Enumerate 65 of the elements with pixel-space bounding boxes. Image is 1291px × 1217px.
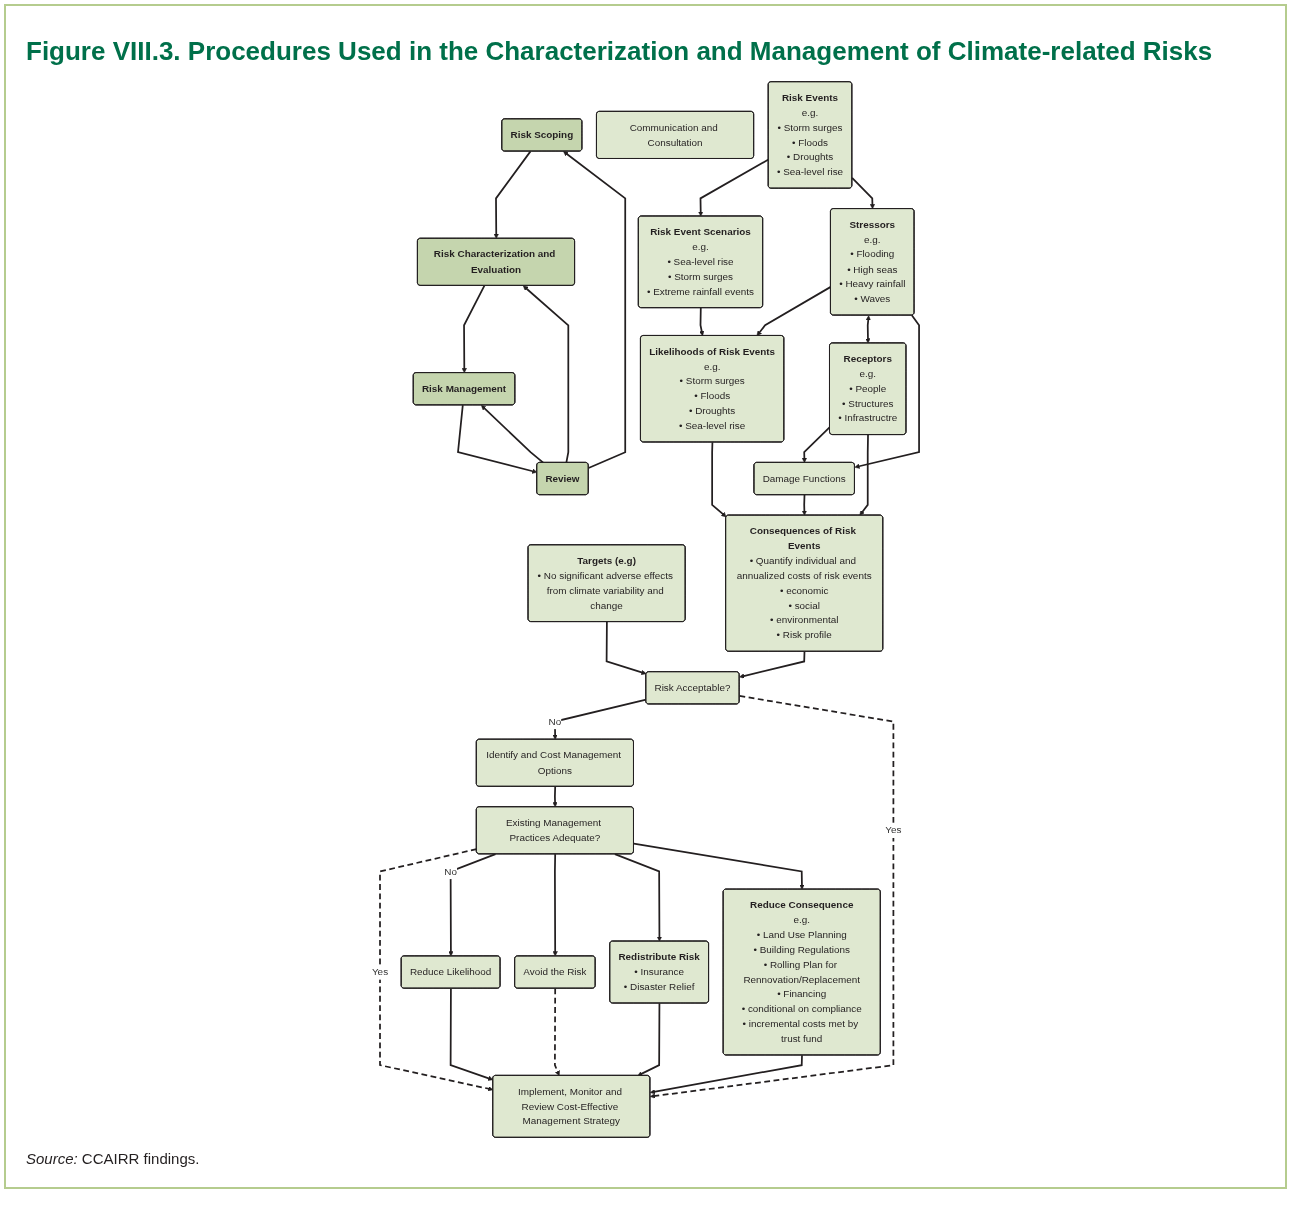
node-label: e.g. [859,368,876,380]
node-label: • Floods [694,390,731,402]
node-label: • People [849,383,887,395]
node-label: e.g. [864,233,881,245]
node-label: • conditional on compliance [741,1003,862,1015]
node-label: • Droughts [688,405,736,417]
process-box: Risk Scoping [501,118,583,152]
process-box: Redistribute Risk • Insurance • Disaster Relief [609,940,709,1004]
process-box: Review [536,461,589,496]
node-label: • Extreme rainfall events [647,285,754,297]
process-box: Risk Event Scenarios e.g. • Sea-level rise • Storm surges • Extreme rainfall events [637,215,764,309]
node-label: • High seas [847,263,898,275]
node-label: • Storm surges [667,270,734,283]
node-label: Risk Event Scenarios [650,226,751,238]
process-box: Damage Functions [753,461,855,496]
node-label: • Droughts [786,151,834,163]
node-label: • environmental [770,614,839,626]
node-label: • Financing [777,988,827,1000]
process-box: Receptors e.g. • People • Structures • Infrastructre [829,342,907,435]
figure-title: Figure VIII.3. Procedures Used in the Characterization and Management of Climate-related Risks [26,36,1214,67]
node-label: • Sea-level rise [776,166,844,178]
process-box: Risk Acceptable? [645,671,740,705]
node-label: • Risk profile [776,629,832,641]
node-label: • Structures [842,397,894,409]
node-label: Stressors [849,219,896,231]
process-box: Communication and Consultation [596,110,755,159]
node-label: • Infrastructre [838,412,898,424]
node-label: Likelihoods of Risk Events [649,345,776,357]
node-label: e.g. [793,914,810,926]
process-box: Reduce Likelihood [400,955,501,989]
node-label: • Storm surges [679,375,745,387]
node-label: • Sea-level rise [679,420,746,432]
process-box: Avoid the Risk [514,955,596,989]
process-box: Implement, Monitor and Review Cost-Effective Management Strategy [492,1074,651,1138]
node-label: • Rolling Plan for Rennovation/Replacement [743,958,861,985]
process-box: Risk Events e.g. • Storm surges • Floods • Droughts • Sea-level rise [767,81,853,189]
node-label: • Waves [854,293,891,305]
node-label: e.g. [801,106,819,119]
node-label: Risk Events [781,92,839,104]
node-label: • Quantify individual and annualized costs of risk events [736,555,872,582]
process-box: Targets (e.g) • No significant adverse effects from climate variability and change [527,544,686,622]
node-label: Consequences of Risk Events [749,525,856,552]
process-box: Reduce Consequence e.g. • Land Use Planning • Building Regulations • Rolling Plan for Rennovation/Replacement • Financing • conditional on compliance • incremental costs met by trust fund [722,888,881,1056]
process-box: Likelihoods of Risk Events e.g. • Storm surges • Floods • Droughts • Sea-level rise [640,335,785,443]
node-label: • Floods [792,136,828,148]
node-label: • social [788,599,820,611]
node-label: • Heavy rainfall [839,278,906,290]
source-note: Source: CCAIRR findings. [26,1150,201,1167]
process-box: Existing Management Practices Adequate? [475,806,634,855]
node-label: Receptors [843,353,892,365]
node-label: e.g. [703,360,721,372]
node-label: e.g. [692,241,709,253]
node-label: • economic [779,584,829,596]
node-label: • Sea-level rise [667,256,734,268]
node-label: • Building Regulations [753,944,850,956]
node-label: • incremental costs met by trust fund [742,1018,859,1045]
node-label: Reduce Consequence [750,899,854,911]
node-label: • Land Use Planning [756,929,847,941]
process-box: Stressors e.g. • Flooding • High seas • Heavy rainfall • Waves [830,208,915,316]
process-box: Identify and Cost Management Options [475,738,634,787]
node-label: • Storm surges [777,121,843,133]
process-box: Risk Management [412,372,516,406]
process-box: Consequences of Risk Events • Quantify individual and annualized costs of risk events • economic • social • environmental • Risk profile [725,514,884,652]
process-box: Risk Characterization and Evaluation [416,237,575,286]
node-label: • Flooding [850,248,895,260]
